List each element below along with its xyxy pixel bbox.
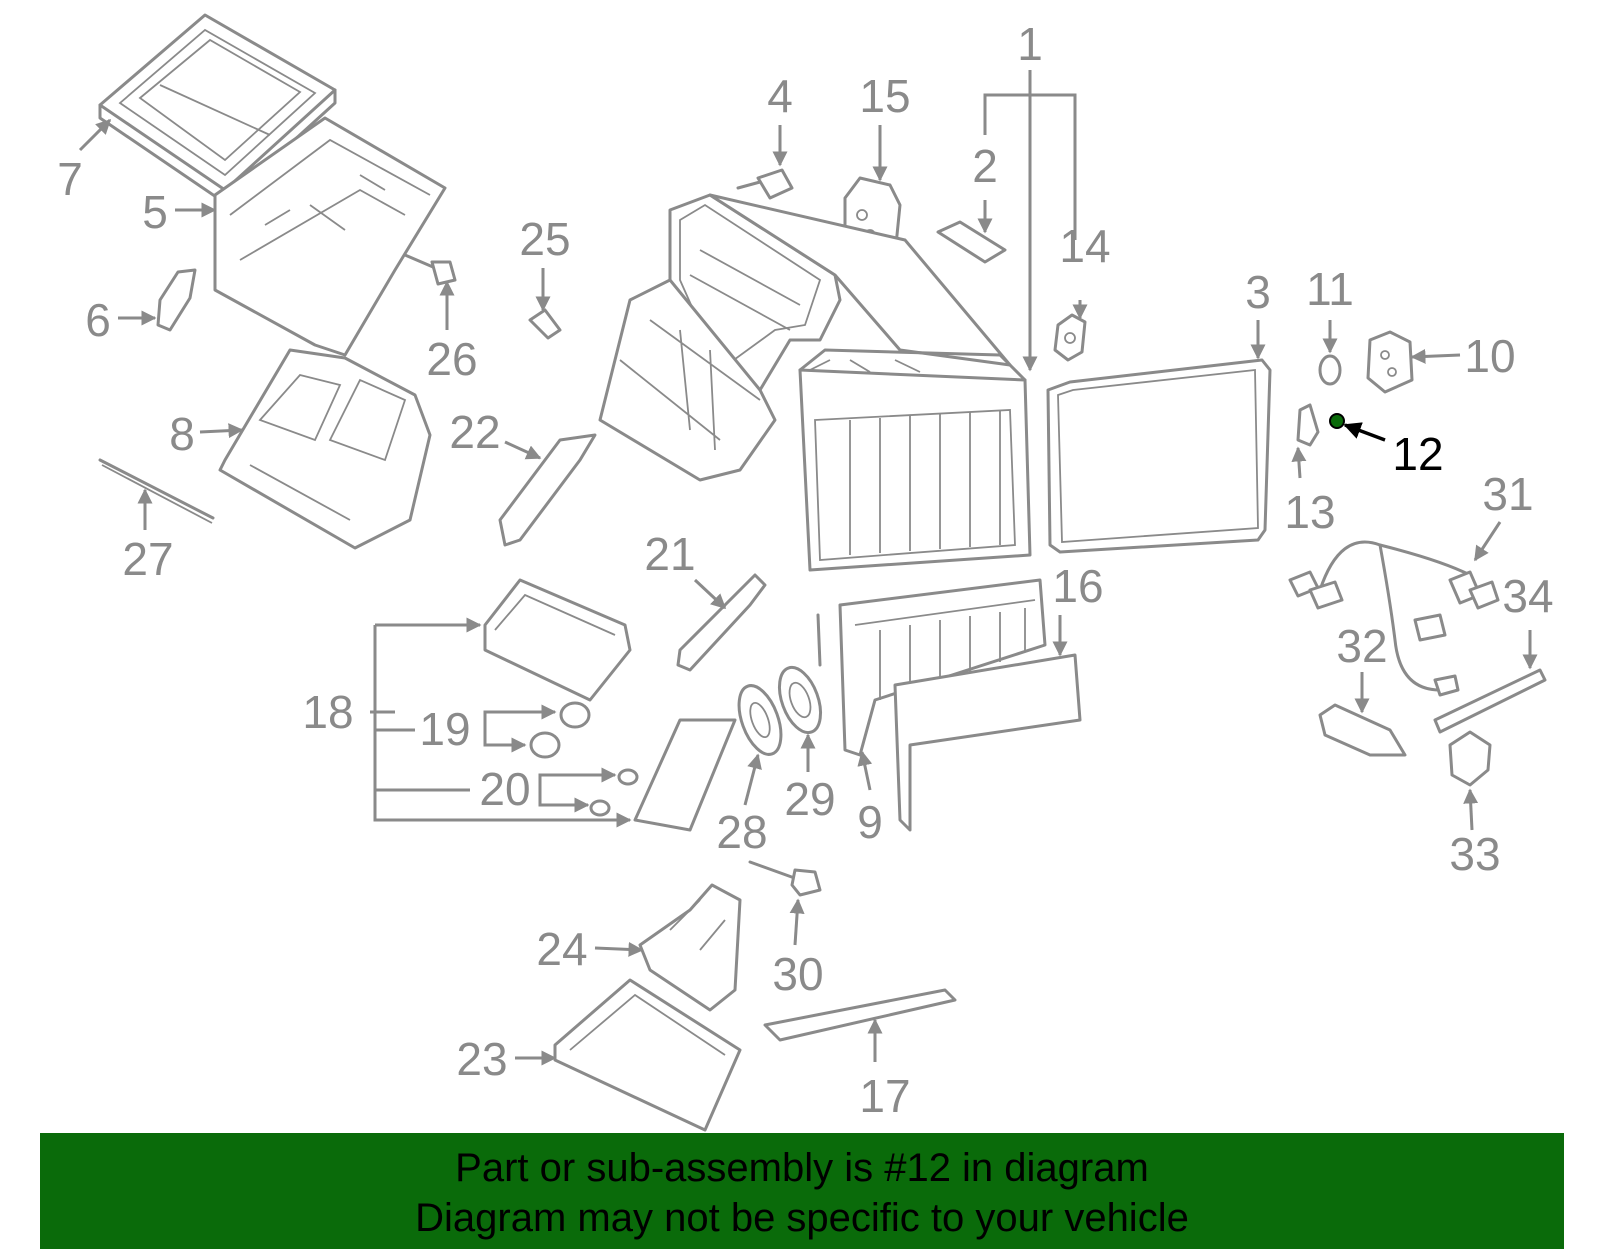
callout-3: 3 — [1245, 266, 1271, 318]
callout-13: 13 — [1284, 486, 1335, 538]
callout-34: 34 — [1502, 570, 1553, 622]
info-banner: Part or sub-assembly is #12 in diagram D… — [40, 1133, 1564, 1249]
part-9-heater-core — [816, 578, 1047, 757]
part-10-bracket — [1366, 330, 1414, 394]
part-34-strip — [1433, 668, 1547, 734]
callout-numbers: 1 2 3 4 5 6 7 8 9 10 11 12 13 14 15 16 1… — [57, 18, 1553, 1122]
part-33-sensor — [1448, 730, 1492, 787]
callout-8: 8 — [169, 408, 195, 460]
part-13-clip — [1296, 403, 1320, 447]
part-18-evaporator — [483, 578, 632, 702]
part-8-lower-housing — [218, 348, 432, 550]
part-26-screw — [403, 253, 457, 286]
callout-28: 28 — [716, 806, 767, 858]
callout-14: 14 — [1059, 220, 1110, 272]
callout-31: 31 — [1482, 468, 1533, 520]
callout-20: 20 — [479, 763, 530, 815]
callout-2: 2 — [972, 140, 998, 192]
callout-6: 6 — [85, 294, 111, 346]
part-32-sensor — [1318, 703, 1407, 757]
part-17-strip — [763, 988, 957, 1042]
part-5-upper-housing — [213, 116, 447, 357]
callout-32: 32 — [1336, 620, 1387, 672]
part-30-bolt — [748, 860, 822, 897]
part-29-grommet — [777, 665, 823, 735]
callout-23: 23 — [456, 1033, 507, 1085]
part-1-main-case — [598, 193, 1032, 572]
banner-line-disclaimer: Diagram may not be specific to your vehi… — [415, 1196, 1189, 1240]
callout-17: 17 — [859, 1070, 910, 1122]
part-19-caps — [529, 701, 591, 759]
callout-10: 10 — [1464, 330, 1515, 382]
callout-11: 11 — [1306, 263, 1354, 315]
part-16-panel — [893, 653, 1082, 832]
callout-5: 5 — [142, 186, 168, 238]
part-31-harness — [1288, 540, 1500, 697]
callout-33: 33 — [1449, 828, 1500, 880]
part-25-clip — [528, 308, 562, 340]
part-11-o-ring — [1318, 354, 1342, 386]
callout-1: 1 — [1017, 18, 1043, 70]
leader-lines — [78, 70, 1538, 1066]
callout-9: 9 — [857, 796, 883, 848]
part-2-plate — [936, 220, 1007, 264]
callout-15: 15 — [859, 70, 910, 122]
callout-12-highlighted: 12 — [1392, 428, 1443, 480]
part-14-small-actuator — [1053, 313, 1087, 362]
banner-line-part-number: Part or sub-assembly is #12 in diagram — [455, 1146, 1149, 1190]
callout-26: 26 — [426, 333, 477, 385]
part-18-seal — [633, 718, 737, 832]
part-20-o-rings — [589, 768, 639, 817]
part-27-rod — [98, 458, 215, 524]
part-3-gasket — [1046, 358, 1272, 554]
callout-19: 19 — [419, 703, 470, 755]
callout-4: 4 — [767, 70, 793, 122]
part-12-highlighted — [1329, 413, 1345, 429]
callout-24: 24 — [536, 923, 587, 975]
callout-21: 21 — [644, 528, 695, 580]
callout-27: 27 — [122, 533, 173, 585]
part-6-bracket — [156, 268, 197, 332]
callout-22: 22 — [449, 406, 500, 458]
callout-29: 29 — [784, 773, 835, 825]
callout-7: 7 — [57, 153, 83, 205]
part-4-bolt — [736, 168, 794, 200]
callout-16: 16 — [1052, 560, 1103, 612]
part-28-grommet — [737, 684, 783, 756]
part-24-duct — [638, 883, 742, 1012]
callout-18: 18 — [302, 686, 353, 738]
part-22-duct — [498, 433, 597, 547]
part-21-duct — [676, 573, 767, 672]
callout-30: 30 — [772, 948, 823, 1000]
callout-25: 25 — [519, 213, 570, 265]
